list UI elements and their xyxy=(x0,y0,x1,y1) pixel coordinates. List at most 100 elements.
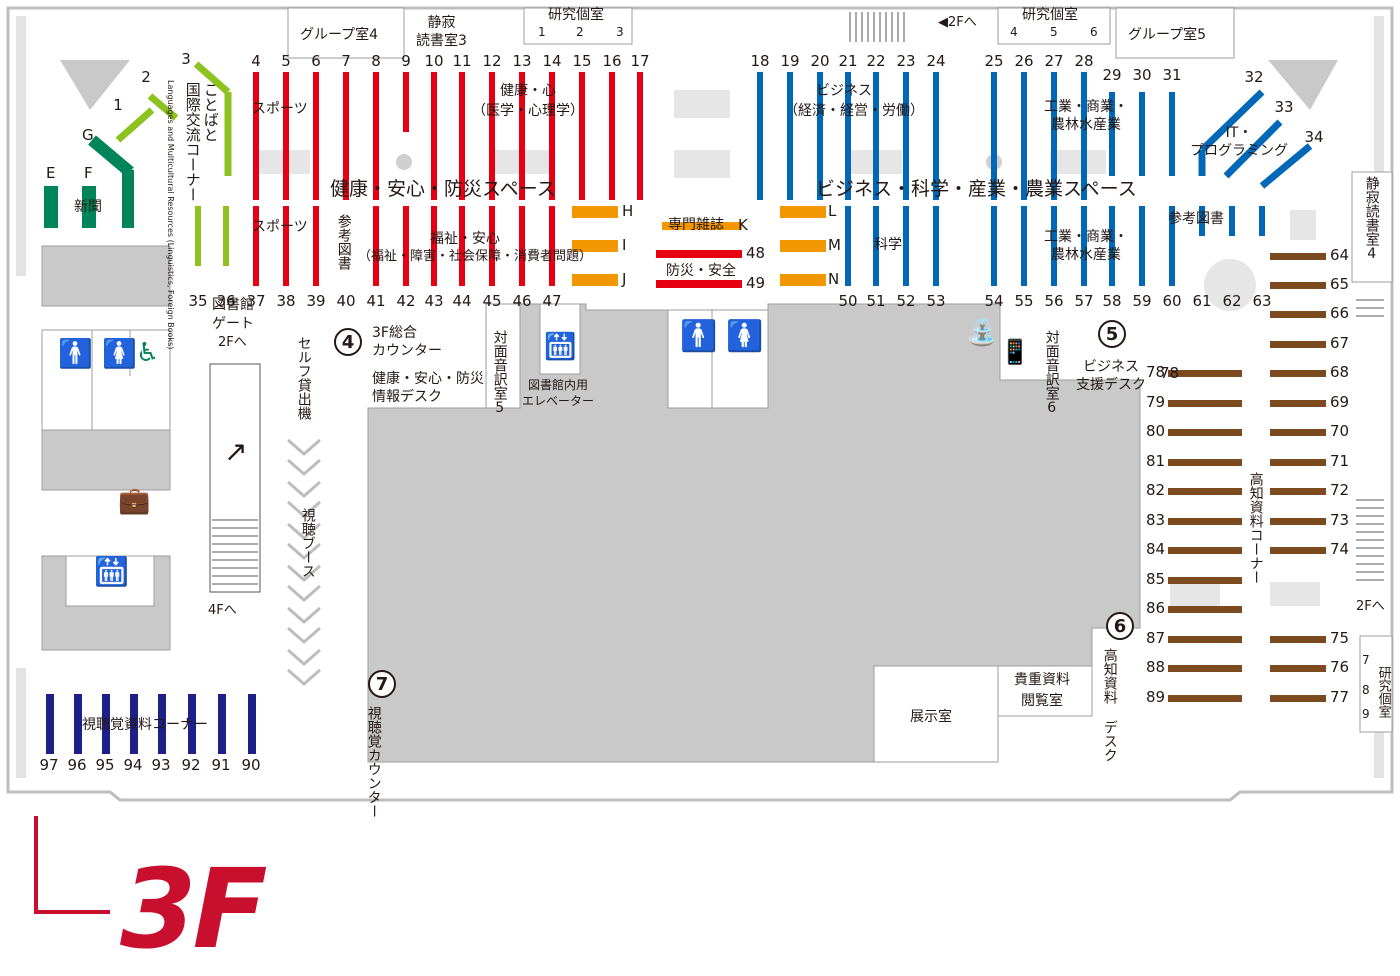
shelf-59[interactable] xyxy=(1139,206,1145,286)
shelf-5[interactable] xyxy=(283,72,289,200)
shelf-58[interactable] xyxy=(1109,206,1115,286)
shelf-E[interactable] xyxy=(44,186,58,228)
shelf-42[interactable] xyxy=(403,206,409,286)
shelf-69[interactable] xyxy=(1270,400,1326,407)
shelf-70[interactable] xyxy=(1270,429,1326,436)
shelf-2[interactable] xyxy=(147,93,179,121)
label-elevator[interactable]: 図書館内用 エレベーター xyxy=(522,378,595,408)
shelf-18[interactable] xyxy=(757,72,763,200)
shelf-63[interactable] xyxy=(1259,206,1265,236)
shelf-56[interactable] xyxy=(1051,206,1057,286)
room-group4[interactable]: グループ室4 xyxy=(300,27,379,43)
shelf-77[interactable] xyxy=(1270,695,1326,702)
shelf-66[interactable] xyxy=(1270,311,1326,318)
shelf-45[interactable] xyxy=(489,206,495,286)
shelf-15[interactable] xyxy=(579,72,585,200)
shelf-80[interactable] xyxy=(1168,429,1242,436)
shelf-95[interactable] xyxy=(102,694,110,754)
room-quiet4[interactable]: 静寂読書室4 xyxy=(1363,176,1380,262)
shelf-83[interactable] xyxy=(1168,518,1242,525)
shelf-11[interactable] xyxy=(459,72,465,200)
shelf-52[interactable] xyxy=(903,206,909,286)
shelf-9[interactable] xyxy=(403,72,409,132)
shelf-51[interactable] xyxy=(873,206,879,286)
room-study-right[interactable]: 研究個室 xyxy=(1375,666,1391,718)
shelf-88[interactable] xyxy=(1168,665,1242,672)
shelf-20[interactable] xyxy=(817,72,823,200)
shelf-26[interactable] xyxy=(1021,72,1027,200)
shelf-55[interactable] xyxy=(1021,206,1027,286)
shelf-21[interactable] xyxy=(845,72,851,200)
shelf-4[interactable] xyxy=(253,72,259,200)
shelf-17[interactable] xyxy=(637,72,643,200)
shelf-27[interactable] xyxy=(1051,72,1057,200)
elevator-left-icon[interactable]: 🛗 xyxy=(94,555,129,588)
shelf-60[interactable] xyxy=(1169,206,1175,286)
shelf-14[interactable] xyxy=(549,72,555,200)
study-room-2[interactable]: 2 xyxy=(576,25,584,39)
shelf-19[interactable] xyxy=(787,72,793,200)
shelf-G[interactable] xyxy=(88,135,134,177)
shelf-47[interactable] xyxy=(549,206,555,286)
shelf-36[interactable] xyxy=(223,206,229,266)
room-reading6[interactable]: 対面音訳室6 xyxy=(1043,330,1060,416)
escalator-to-4f[interactable]: 4Fへ xyxy=(208,603,237,618)
room-rare[interactable]: 貴重資料 閲覧室 xyxy=(1014,672,1070,709)
room-quiet3[interactable]: 静寂 読書室3 xyxy=(416,15,467,50)
counter-6-icon[interactable]: 6 xyxy=(1106,612,1134,640)
shelf-90[interactable] xyxy=(248,694,256,754)
shelf-48[interactable] xyxy=(656,250,742,258)
shelf-76[interactable] xyxy=(1270,665,1326,672)
shelf-30[interactable] xyxy=(1139,92,1145,176)
shelf-41[interactable] xyxy=(373,206,379,286)
label-health-desk[interactable]: 健康・安心・防災 情報デスク xyxy=(372,371,484,406)
study-room-5[interactable]: 5 xyxy=(1050,25,1058,39)
shelf-39[interactable] xyxy=(313,206,319,286)
shelf-43[interactable] xyxy=(431,206,437,286)
shelf-L[interactable] xyxy=(780,206,826,218)
room-reading5[interactable]: 対面音訳室5 xyxy=(491,330,508,416)
shelf-35[interactable] xyxy=(195,206,201,266)
shelf-K[interactable] xyxy=(662,222,742,230)
shelf-34[interactable] xyxy=(1259,143,1313,189)
room-study-top-right[interactable]: 研究個室 xyxy=(1022,7,1078,23)
study-room-7[interactable]: 7 xyxy=(1362,653,1370,667)
shelf-33[interactable] xyxy=(1223,119,1283,179)
shelf-64[interactable] xyxy=(1270,253,1326,260)
shelf-89[interactable] xyxy=(1168,695,1242,702)
shelf-24[interactable] xyxy=(933,72,939,200)
stairs-to-2f-top[interactable]: ◀2Fへ xyxy=(938,15,977,30)
label-counter3f[interactable]: 3F総合 カウンター xyxy=(372,325,442,360)
shelf-93[interactable] xyxy=(158,694,166,754)
shelf-46[interactable] xyxy=(519,206,525,286)
shelf-38[interactable] xyxy=(283,206,289,286)
shelf-29[interactable] xyxy=(1109,92,1115,176)
study-room-3[interactable]: 3 xyxy=(616,25,624,39)
shelf-16[interactable] xyxy=(609,72,615,200)
shelf-13[interactable] xyxy=(519,72,525,200)
shelf-22[interactable] xyxy=(873,72,879,200)
shelf-10[interactable] xyxy=(431,72,437,200)
shelf-79[interactable] xyxy=(1168,400,1242,407)
escalator-to-2f[interactable]: 2Fへ xyxy=(218,335,247,350)
shelf-49[interactable] xyxy=(656,280,742,288)
shelf-71[interactable] xyxy=(1270,459,1326,466)
shelf-94[interactable] xyxy=(130,694,138,754)
shelf-50[interactable] xyxy=(845,206,851,286)
shelf-N[interactable] xyxy=(780,274,826,286)
shelf-91[interactable] xyxy=(218,694,226,754)
shelf-65[interactable] xyxy=(1270,282,1326,289)
shelf-81[interactable] xyxy=(1168,459,1242,466)
shelf-74[interactable] xyxy=(1270,547,1326,554)
shelf-44[interactable] xyxy=(459,206,465,286)
room-study-top-left[interactable]: 研究個室 xyxy=(548,7,604,23)
shelf-32[interactable] xyxy=(1199,89,1265,153)
shelf-28[interactable] xyxy=(1081,72,1087,200)
counter-4-icon[interactable]: 4 xyxy=(334,328,362,356)
label-kochi-desk[interactable]: 高知資料 デスク xyxy=(1101,648,1118,762)
shelf-F[interactable] xyxy=(82,186,96,228)
stairs-to-2f-right[interactable]: 2Fへ xyxy=(1356,599,1385,614)
room-exhibition[interactable]: 展示室 xyxy=(910,709,952,725)
shelf-72[interactable] xyxy=(1270,488,1326,495)
shelf-M[interactable] xyxy=(780,240,826,252)
